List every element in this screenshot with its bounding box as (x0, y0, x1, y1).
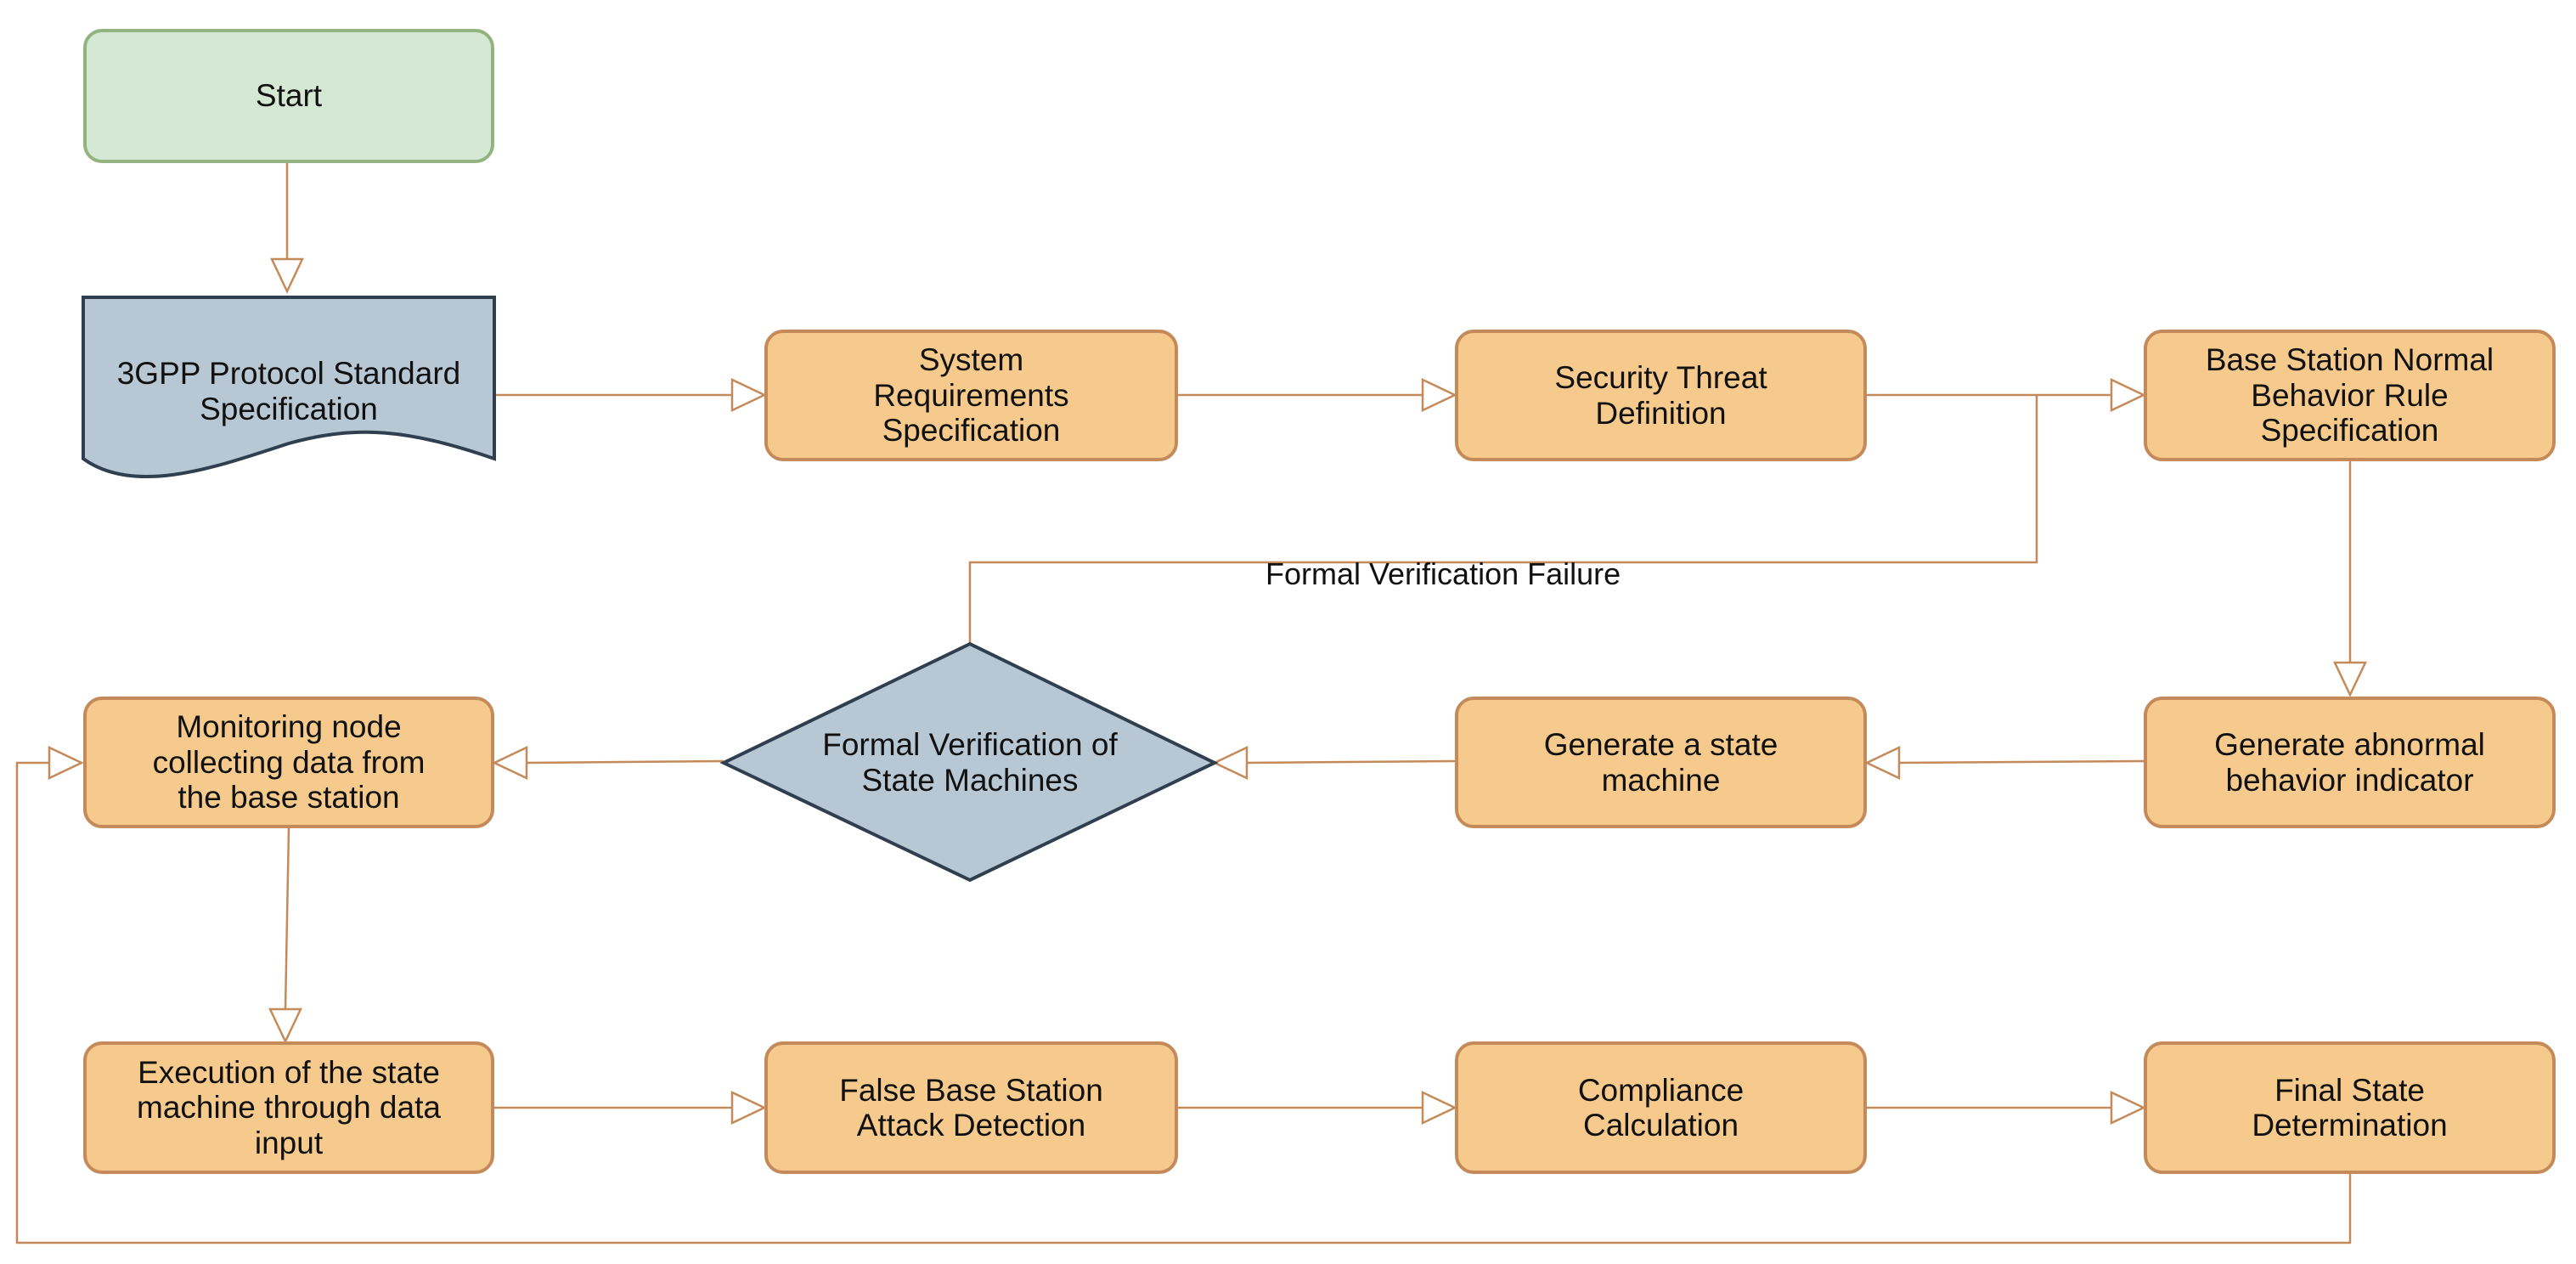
execution-state-machine-node[interactable]: Execution of the state machine through d… (83, 1041, 494, 1174)
connector-state-machine-to-verification (1246, 759, 1456, 765)
arrowhead-compliance (1421, 1091, 1457, 1125)
connector-verification-to-monitoring (526, 759, 724, 765)
arrowhead-threat (1421, 378, 1457, 412)
verification-failure-label: Formal Verification Failure (1265, 556, 1621, 591)
connector-indicator-to-state-machine (1898, 759, 2145, 765)
arrowhead-indicator (2333, 661, 2367, 697)
arrowhead-state-machine (1864, 746, 1901, 780)
arrowhead-protocol (270, 257, 304, 294)
arrowhead-loop-monitoring (48, 746, 84, 780)
system-requirements-node[interactable]: System Requirements Specification (764, 330, 1178, 461)
final-state-node[interactable]: Final State Determination (2144, 1041, 2556, 1174)
generate-state-machine-node[interactable]: Generate a state machine (1455, 697, 1867, 828)
compliance-calculation-node[interactable]: Compliance Calculation (1455, 1041, 1867, 1174)
monitoring-node[interactable]: Monitoring node collecting data from the… (83, 697, 494, 828)
arrowhead-rule (2110, 378, 2146, 412)
arrowhead-detection (730, 1091, 767, 1125)
false-bs-detection-node[interactable]: False Base Station Attack Detection (764, 1041, 1178, 1174)
security-threat-label: Security Threat Definition (1554, 360, 1767, 431)
normal-behavior-rule-label: Base Station Normal Behavior Rule Specif… (2205, 342, 2494, 449)
abnormal-indicator-node[interactable]: Generate abnormal behavior indicator (2144, 697, 2556, 828)
final-state-label: Final State Determination (2252, 1072, 2448, 1143)
start-node[interactable]: Start (83, 29, 494, 163)
connector-verification-failure-loop (968, 395, 2038, 644)
system-requirements-label: System Requirements Specification (873, 342, 1069, 449)
connector-monitoring-to-execution (284, 827, 290, 1010)
connector-final-loop-to-monitoring (15, 761, 2352, 1244)
execution-state-machine-label: Execution of the state machine through d… (137, 1054, 441, 1160)
arrowhead-requirements (730, 378, 767, 412)
protocol-document-shape (82, 296, 496, 479)
arrowhead-monitoring (492, 746, 528, 780)
normal-behavior-rule-node[interactable]: Base Station Normal Behavior Rule Specif… (2144, 330, 2556, 461)
abnormal-indicator-label: Generate abnormal behavior indicator (2214, 727, 2485, 798)
generate-state-machine-label: Generate a state machine (1543, 727, 1778, 798)
arrowhead-execution (268, 1007, 302, 1044)
verification-diamond-shape (719, 641, 1219, 883)
compliance-calculation-label: Compliance Calculation (1577, 1072, 1745, 1143)
security-threat-node[interactable]: Security Threat Definition (1455, 330, 1867, 461)
false-bs-detection-label: False Base Station Attack Detection (839, 1072, 1103, 1143)
arrowhead-final (2110, 1091, 2146, 1125)
monitoring-node-label: Monitoring node collecting data from the… (152, 709, 426, 815)
start-label: Start (255, 78, 323, 114)
arrowhead-verification (1212, 746, 1249, 780)
